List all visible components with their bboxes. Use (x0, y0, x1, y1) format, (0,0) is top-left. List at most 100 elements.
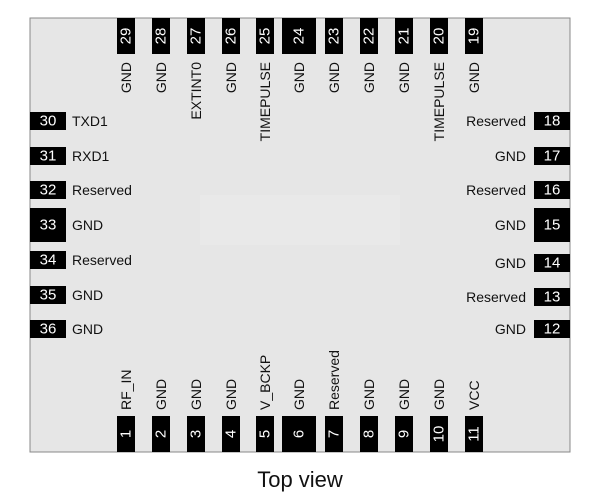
pin-pad (30, 112, 66, 130)
pin-pad (465, 18, 483, 54)
pin-pad (117, 416, 135, 452)
pin-label: GND (495, 255, 526, 271)
pin-label: GND (361, 379, 377, 410)
pin-label: V_BCKP (257, 355, 273, 410)
pin-label: Reserved (326, 350, 342, 410)
pin-label: RF_IN (118, 370, 134, 410)
pin-number: 6 (291, 430, 308, 438)
pin-label: GND (431, 379, 447, 410)
pin-label: GND (396, 62, 412, 93)
pin-label: GND (223, 379, 239, 410)
pin-number: 7 (326, 430, 343, 438)
pin-number: 30 (40, 113, 57, 130)
pin-label: Reserved (466, 113, 526, 129)
pin-number: 26 (223, 28, 240, 45)
pin-pad (117, 18, 135, 54)
pin-label: GND (396, 379, 412, 410)
pin-number: 21 (396, 28, 413, 45)
pin-number: 17 (544, 148, 561, 165)
pin-number: 36 (40, 321, 57, 338)
pin-number: 14 (544, 255, 561, 272)
pin-label: RXD1 (72, 148, 110, 164)
pin-label: TXD1 (72, 113, 108, 129)
pin-pad (282, 416, 316, 452)
pin-number: 29 (118, 28, 135, 45)
pin-label: VCC (466, 380, 482, 410)
pin-pad (465, 416, 483, 452)
pin-label: GND (466, 62, 482, 93)
pin-pad (256, 416, 274, 452)
pin-number: 1 (118, 430, 135, 438)
pin-number: 28 (153, 28, 170, 45)
pin-pad (256, 18, 274, 54)
pin-pad (30, 251, 66, 269)
pin-pad (152, 416, 170, 452)
pin-pad (395, 18, 413, 54)
pin-label: TIMEPULSE (257, 62, 273, 141)
pin-label: GND (72, 321, 103, 337)
pin-label: GND (153, 62, 169, 93)
pin-pad (187, 18, 205, 54)
pin-number: 33 (40, 217, 57, 234)
pin-number: 13 (544, 289, 561, 306)
pin-pad (430, 416, 448, 452)
pin-label: GND (72, 287, 103, 303)
pin-pad (30, 320, 66, 338)
pin-number: 8 (361, 430, 378, 438)
pin-label: GND (326, 62, 342, 93)
pin-pad (395, 416, 413, 452)
pin-number: 9 (396, 430, 413, 438)
pin-label: GND (291, 379, 307, 410)
pin-pad (325, 416, 343, 452)
pin-label: TIMEPULSE (431, 62, 447, 141)
pin-label: GND (495, 321, 526, 337)
pin-number: 16 (544, 182, 561, 199)
pin-number: 32 (40, 182, 57, 199)
pin-label: GND (153, 379, 169, 410)
pin-number: 31 (40, 148, 57, 165)
pin-label: GND (188, 379, 204, 410)
pin-pad (282, 18, 316, 54)
pin-label: Reserved (466, 182, 526, 198)
pin-pad (534, 181, 570, 199)
pin-pad (222, 18, 240, 54)
pin-number: 15 (544, 217, 561, 234)
pin-pad (30, 286, 66, 304)
pin-label: GND (72, 217, 103, 233)
pin-number: 24 (291, 28, 308, 45)
pin-label: EXTINT0 (188, 62, 204, 120)
pin-number: 25 (257, 28, 274, 45)
pin-number: 5 (257, 430, 274, 438)
pin-label: GND (223, 62, 239, 93)
pin-number: 19 (466, 28, 483, 45)
pin-label: GND (291, 62, 307, 93)
pin-pad (534, 112, 570, 130)
pin-pad (360, 18, 378, 54)
diagram-caption: Top view (257, 467, 343, 492)
pin-pad (360, 416, 378, 452)
pin-label: Reserved (72, 182, 132, 198)
pin-pad (30, 208, 66, 242)
pin-number: 22 (361, 28, 378, 45)
pin-label: GND (495, 217, 526, 233)
pin-label: GND (495, 148, 526, 164)
pin-pad (534, 208, 570, 242)
pin-number: 4 (223, 430, 240, 438)
pin-pad (30, 181, 66, 199)
pin-number: 35 (40, 287, 57, 304)
pin-label: GND (118, 62, 134, 93)
pin-number: 20 (431, 28, 448, 45)
pin-number: 2 (153, 430, 170, 438)
pin-pad (187, 416, 205, 452)
pin-pad (325, 18, 343, 54)
pin-pad (534, 254, 570, 272)
pin-label: GND (361, 62, 377, 93)
pin-number: 11 (466, 426, 483, 442)
pin-label: Reserved (72, 252, 132, 268)
pin-number: 12 (544, 321, 561, 338)
pin-pad (222, 416, 240, 452)
pin-number: 18 (544, 113, 561, 130)
pin-number: 23 (326, 28, 343, 45)
